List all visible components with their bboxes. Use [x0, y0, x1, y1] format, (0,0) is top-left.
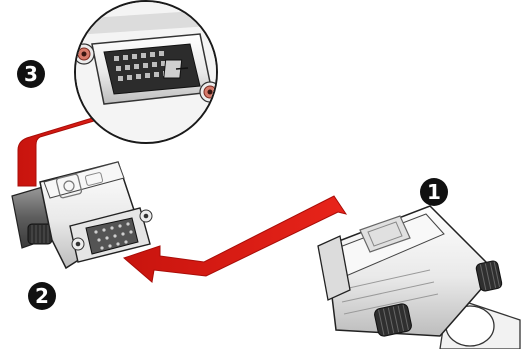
step-badge-1: 1 — [420, 178, 448, 206]
port-screw-right — [200, 82, 220, 102]
arrow-plug-to-adapter — [124, 196, 346, 282]
step-number: 3 — [24, 62, 38, 86]
step-number: 2 — [35, 284, 49, 308]
step-badge-2: 2 — [28, 282, 56, 310]
step-number: 1 — [427, 180, 441, 204]
arrow-icon — [124, 196, 346, 282]
vga-plug-icon — [318, 206, 520, 349]
step-badge-3: 3 — [17, 60, 45, 88]
dvi-port-icon — [92, 34, 212, 104]
